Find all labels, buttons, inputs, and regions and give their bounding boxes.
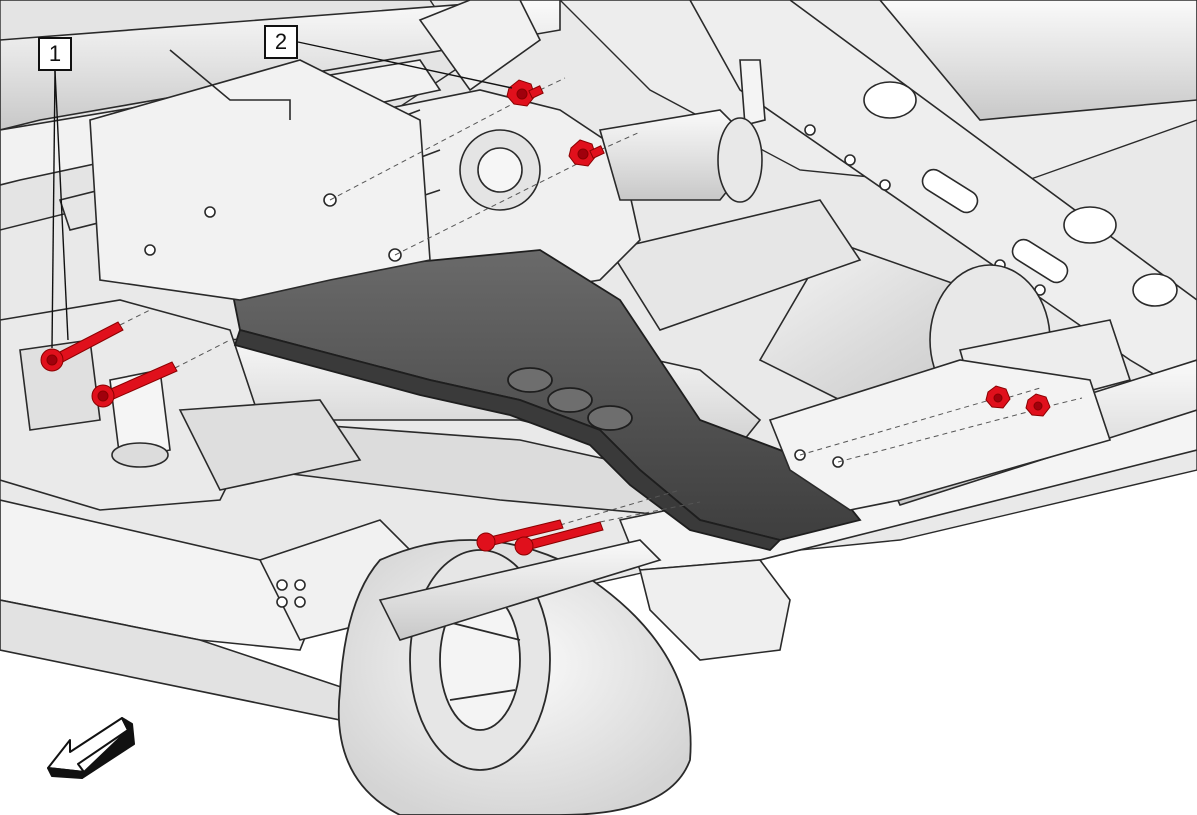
callout-label-2: 2 [264,25,298,59]
alignment-lines [119,77,1083,526]
frame-rail-upper-right [689,0,1197,401]
nut-upper-2 [568,139,605,167]
nut-right-1 [985,385,1011,409]
nut-right-2 [1025,393,1051,417]
bolt-upper-left-2 [91,361,178,408]
callout-label-1: 1 [38,37,72,71]
leader-lines [51,41,513,349]
crossmember [228,249,862,551]
bolt-upper-left-1 [40,321,124,372]
nut-upper-1 [506,79,544,107]
front-direction-arrow [47,717,135,779]
crossmember-left-bracket [89,49,431,301]
front-subframe [0,499,422,721]
bolt-lower-center-2 [514,521,604,556]
crossmember-right-bracket [768,359,1112,511]
bolt-lower-center-1 [476,519,564,552]
